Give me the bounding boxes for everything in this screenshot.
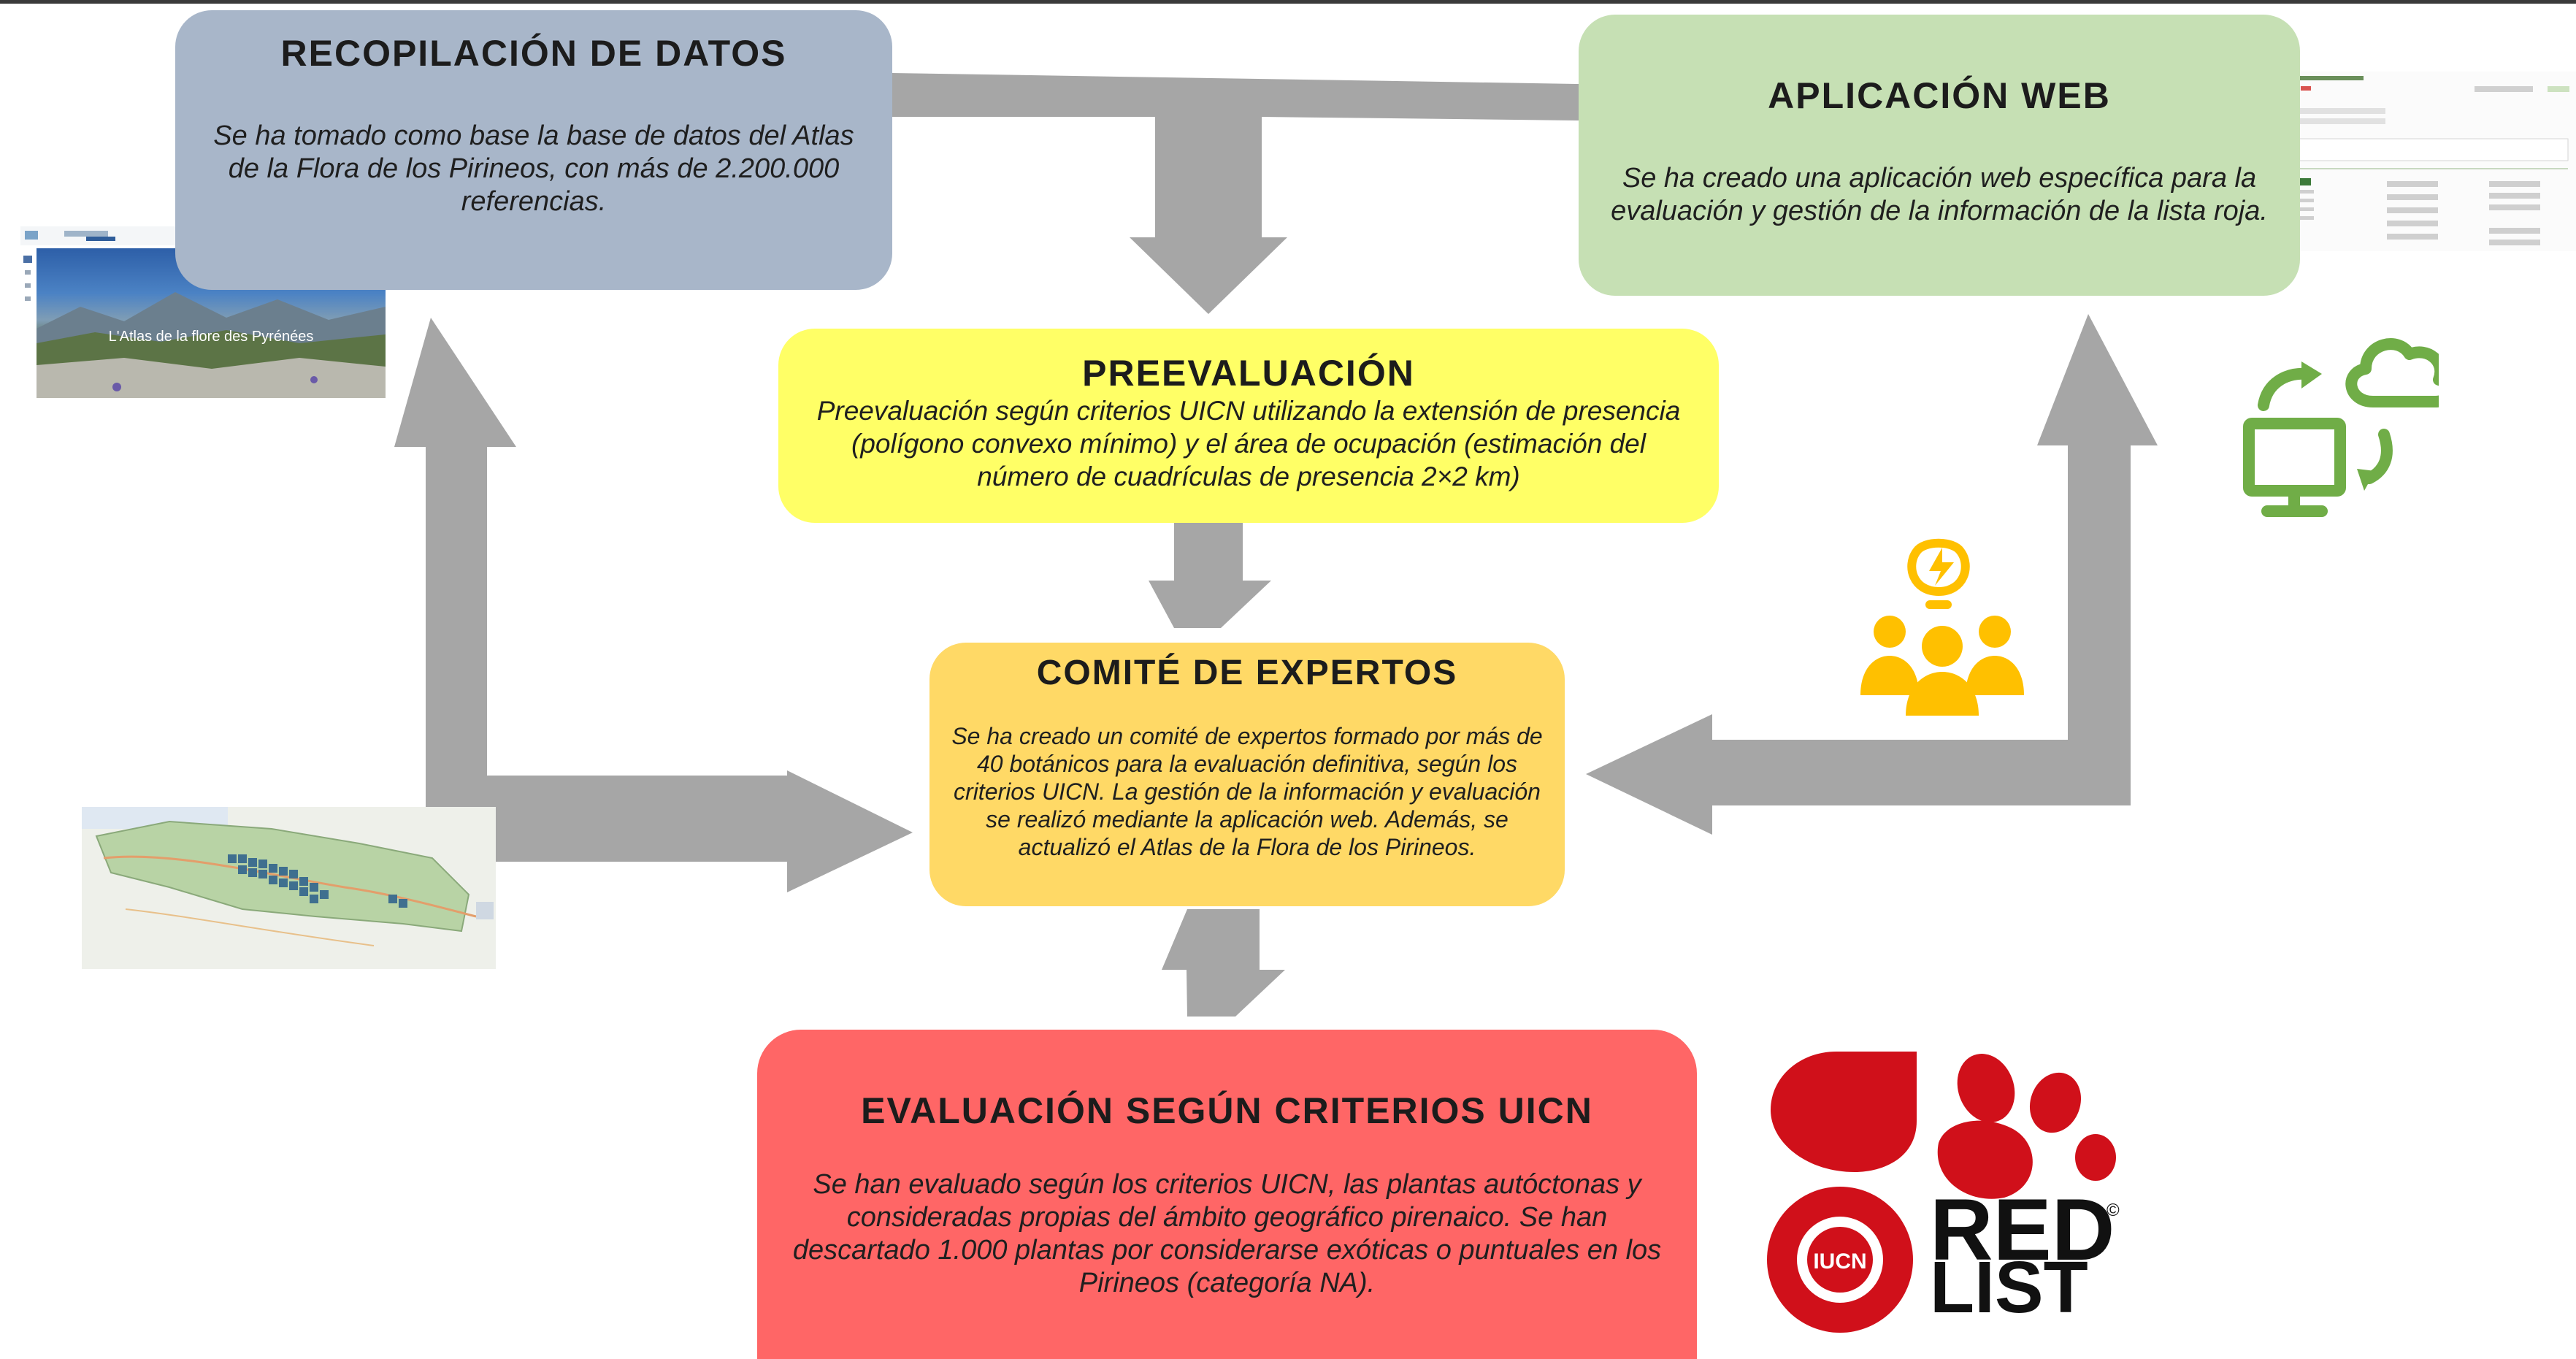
arrow-datos-to-pre xyxy=(892,73,1579,314)
redlist-drop-shape xyxy=(1771,1052,1917,1172)
web-app-title: APLICACIÓN WEB xyxy=(1768,75,2111,116)
atlas-title: L'Atlas de la flore des Pyrénées xyxy=(108,329,314,345)
preevaluation-text: Preevaluación según criterios UICN utili… xyxy=(816,396,1681,491)
team-idea-icon xyxy=(1860,538,2024,716)
distribution-map-screenshot xyxy=(82,807,496,969)
web-app-text: Se ha creado una aplicación web específi… xyxy=(1611,163,2268,226)
top-border xyxy=(0,0,2576,4)
preevaluation-title: PREEVALUACIÓN xyxy=(1082,353,1415,394)
expert-committee-box: COMITÉ DE EXPERTOS Se ha creado un comit… xyxy=(929,643,1565,906)
iucn-evaluation-title: EVALUACIÓN SEGÚN CRITERIOS UICN xyxy=(861,1090,1593,1131)
red-text: RED xyxy=(1930,1181,2115,1279)
expert-committee-title: COMITÉ DE EXPERTOS xyxy=(1036,654,1458,692)
web-app-screenshot xyxy=(2269,72,2576,251)
expert-committee-text: Se ha creado un comité de expertos forma… xyxy=(951,723,1543,860)
list-text: LIST xyxy=(1930,1247,2088,1328)
iucn-text: IUCN xyxy=(1813,1249,1866,1274)
iucn-evaluation-text: Se han evaluado según los criterios UICN… xyxy=(792,1169,1662,1298)
iucn-evaluation-box: EVALUACIÓN SEGÚN CRITERIOS UICN Se han e… xyxy=(757,1030,1697,1359)
web-app-box: APLICACIÓN WEB Se ha creado una aplicaci… xyxy=(1579,15,2300,296)
iucn-red-list-logo: IUCN RED LIST © xyxy=(1767,1052,2120,1333)
redlist-paw-shape xyxy=(1937,1054,2116,1199)
atlas-sidebar xyxy=(23,256,32,301)
preevaluation-box: PREEVALUACIÓN Preevaluación según criter… xyxy=(778,329,1719,523)
arrow-web-com xyxy=(1586,314,2158,835)
data-collection-box: RECOPILACIÓN DE DATOS Se ha tomado como … xyxy=(175,10,892,290)
pyrenees-map xyxy=(82,807,496,969)
web-app-form-preview xyxy=(2270,72,2576,251)
arrow-pre-to-com xyxy=(1149,523,1271,628)
data-collection-text: Se ha tomado como base la base de datos … xyxy=(213,120,854,217)
iucn-circle xyxy=(1767,1187,1913,1333)
atlas-mountain-photo: L'Atlas de la flore des Pyrénées xyxy=(37,248,386,398)
data-collection-title: RECOPILACIÓN DE DATOS xyxy=(280,33,787,74)
mountain-shapes xyxy=(37,292,386,398)
copyright-mark: © xyxy=(2107,1201,2120,1220)
arrow-com-to-eval xyxy=(1162,909,1285,1017)
computer-cloud-sync-icon xyxy=(2243,338,2439,517)
